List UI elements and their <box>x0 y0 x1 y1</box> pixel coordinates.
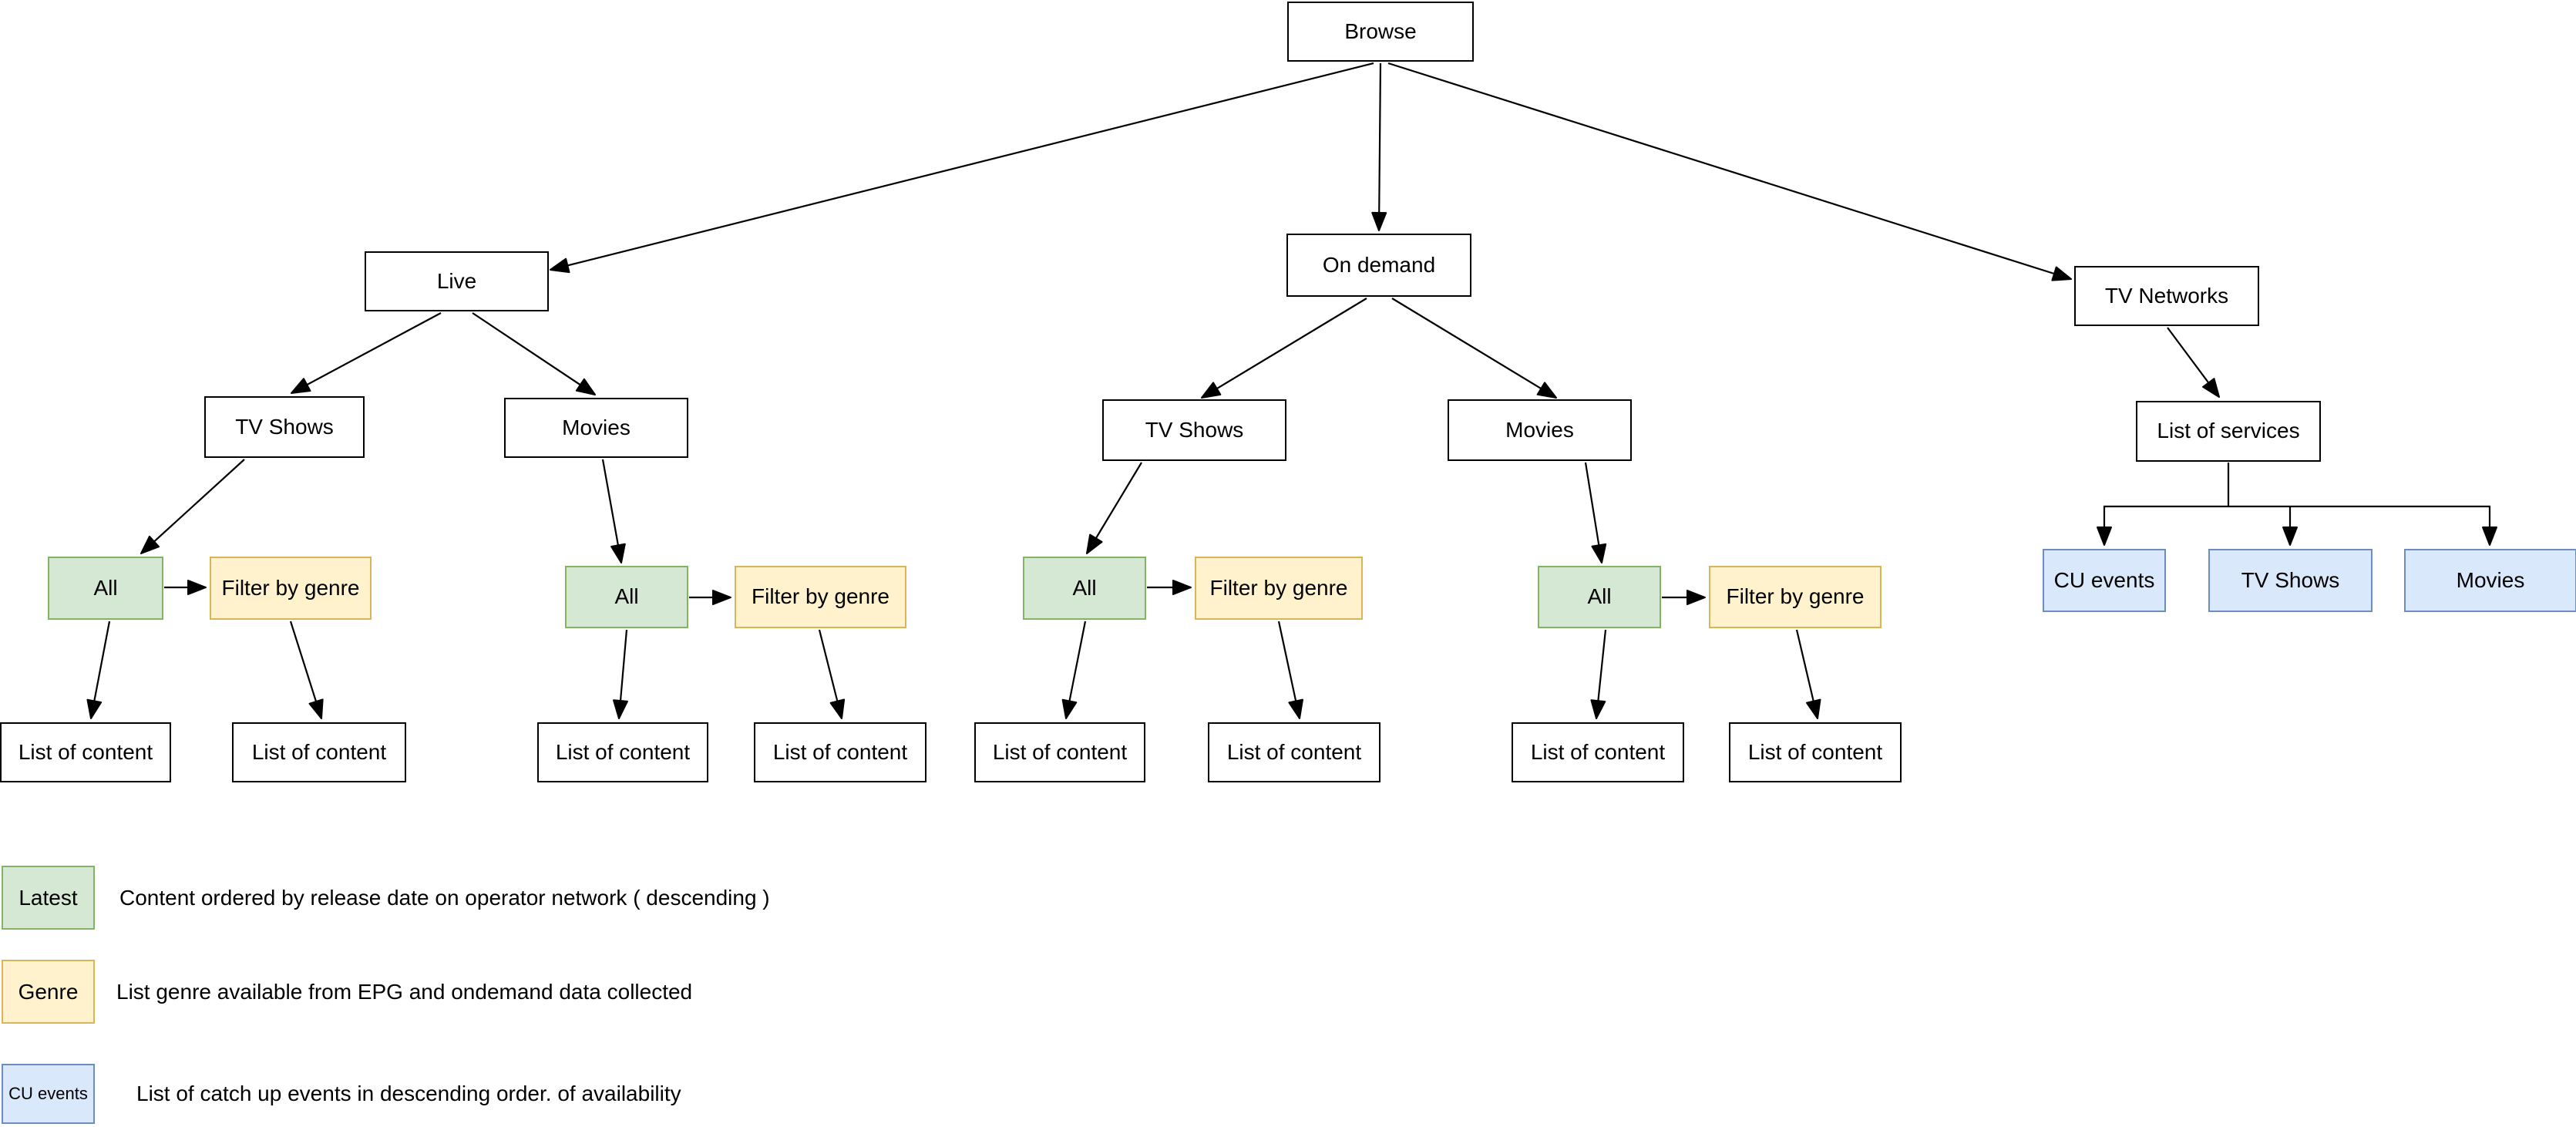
node-net-tv-shows: TV Shows <box>2208 549 2373 612</box>
node-list-of-content-5: List of content <box>974 722 1145 782</box>
node-all-live-movies: All <box>565 566 688 628</box>
node-live-movies: Movies <box>504 398 688 458</box>
node-list-of-content-7: List of content <box>1512 722 1684 782</box>
legend-swatch-cu-events: CU events <box>2 1064 95 1124</box>
node-od-tv-shows: TV Shows <box>1102 399 1286 461</box>
node-net-movies: Movies <box>2404 549 2576 612</box>
node-list-of-content-3: List of content <box>537 722 708 782</box>
node-filter-od-movies: Filter by genre <box>1709 566 1882 628</box>
node-filter-live-movies: Filter by genre <box>735 566 906 628</box>
node-list-of-services: List of services <box>2136 401 2321 462</box>
node-net-cu-events: CU events <box>2043 549 2166 612</box>
node-list-of-content-6: List of content <box>1208 722 1380 782</box>
node-filter-od-tv: Filter by genre <box>1195 557 1363 620</box>
node-list-of-content-8: List of content <box>1729 722 1902 782</box>
legend-text-genre: List genre available from EPG and ondema… <box>116 979 693 1004</box>
legend-swatch-genre: Genre <box>2 960 95 1024</box>
node-live-tv-shows: TV Shows <box>204 396 365 458</box>
node-all-od-movies: All <box>1538 566 1661 628</box>
node-filter-live-tv: Filter by genre <box>210 557 372 620</box>
node-list-of-content-1: List of content <box>0 722 171 782</box>
legend-text-latest: Content ordered by release date on opera… <box>119 885 770 910</box>
node-browse: Browse <box>1287 2 1474 62</box>
node-all-od-tv: All <box>1023 557 1146 620</box>
node-list-of-content-4: List of content <box>754 722 926 782</box>
legend-text-cu-events: List of catch up events in descending or… <box>136 1082 681 1105</box>
legend-swatch-latest: Latest <box>2 866 95 930</box>
node-all-live-tv: All <box>48 557 163 620</box>
node-od-movies: Movies <box>1448 399 1632 461</box>
node-tv-networks: TV Networks <box>2074 266 2259 326</box>
node-live: Live <box>365 251 549 311</box>
node-list-of-content-2: List of content <box>232 722 406 782</box>
node-on-demand: On demand <box>1286 234 1471 297</box>
